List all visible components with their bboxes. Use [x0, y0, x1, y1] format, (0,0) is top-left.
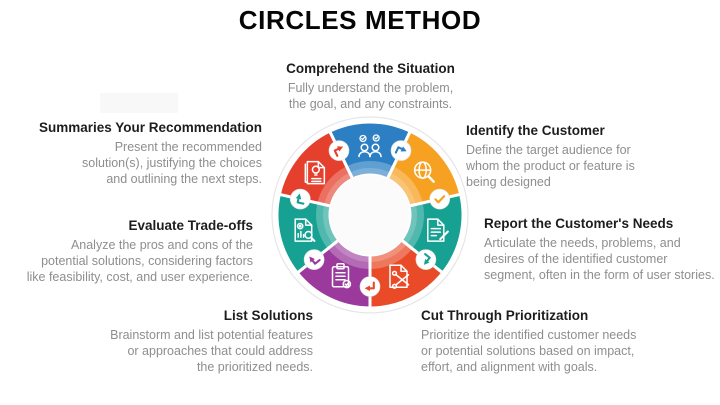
step-title: Report the Customer's Needs — [484, 216, 674, 231]
step-summaries-your-recommendation: Summaries Your Recommendation Present th… — [22, 120, 262, 188]
divider-badge-after-evaluate-trade-offs — [289, 188, 311, 210]
step-list-solutions: List Solutions Brainstorm and list poten… — [73, 308, 313, 376]
turn-arrow-icon — [394, 146, 407, 154]
clipboard-check-icon — [331, 263, 352, 289]
step-description: Present the recommended solution(s), jus… — [82, 139, 262, 186]
document-scissors-icon — [389, 264, 410, 289]
divider-badge-after-list-solutions — [303, 249, 325, 270]
wheel-svg — [271, 116, 469, 314]
circles-wheel-diagram — [263, 108, 477, 322]
step-title: Evaluate Trade-offs — [128, 218, 253, 233]
step-cut-through-prioritization: Cut Through Prioritization Prioritize th… — [421, 308, 671, 376]
turn-arrow-icon — [423, 253, 431, 265]
step-report-the-customers-needs: Report the Customer's Needs Articulate t… — [484, 216, 720, 284]
step-description: Fully understand the problem, the goal, … — [287, 80, 454, 111]
step-title: Summaries Your Recommendation — [38, 120, 262, 135]
step-description: Articulate the needs, problems, and desi… — [484, 235, 715, 282]
divider-badge-after-identify-the-customer — [429, 188, 451, 210]
step-description: Brainstorm and list potential features o… — [110, 327, 313, 374]
step-evaluate-trade-offs: Evaluate Trade-offs Analyze the pros and… — [13, 218, 253, 286]
watermark-artifact — [100, 93, 178, 113]
step-identify-the-customer: Identify the Customer Define the target … — [466, 123, 661, 191]
turn-arrow-icon — [364, 281, 375, 292]
document-analysis-icon — [294, 218, 316, 242]
turn-arrow-icon — [295, 193, 305, 205]
step-description: Analyze the pros and cons of the potenti… — [26, 237, 253, 284]
step-description: Prioritize the identified customer needs… — [421, 327, 637, 374]
people-check-icon — [358, 134, 382, 158]
document-idea-icon — [304, 160, 326, 185]
turn-arrow-icon — [309, 256, 321, 265]
divider-badge-after-comprehend-the-situation — [390, 140, 412, 161]
divider-badge-after-summaries-your-recommendation — [328, 140, 350, 161]
page-title: CIRCLES METHOD — [238, 5, 482, 35]
step-title: Cut Through Prioritization — [421, 308, 589, 323]
divider-badge-after-report-the-customers-needs — [415, 249, 437, 270]
wheel-center — [330, 175, 410, 255]
step-title: Comprehend the Situation — [286, 61, 455, 76]
turn-arrow-icon — [333, 146, 344, 157]
magnifier-globe-icon — [413, 161, 435, 183]
step-title: List Solutions — [223, 308, 313, 323]
step-description: Define the target audience for whom the … — [466, 142, 635, 189]
checkmark-icon — [434, 195, 446, 204]
step-comprehend-the-situation: Comprehend the Situation Fully understan… — [278, 61, 463, 113]
step-title: Identify the Customer — [466, 123, 605, 138]
divider-badge-after-cut-through-prioritization — [359, 276, 381, 297]
document-pencil-icon — [427, 218, 449, 242]
